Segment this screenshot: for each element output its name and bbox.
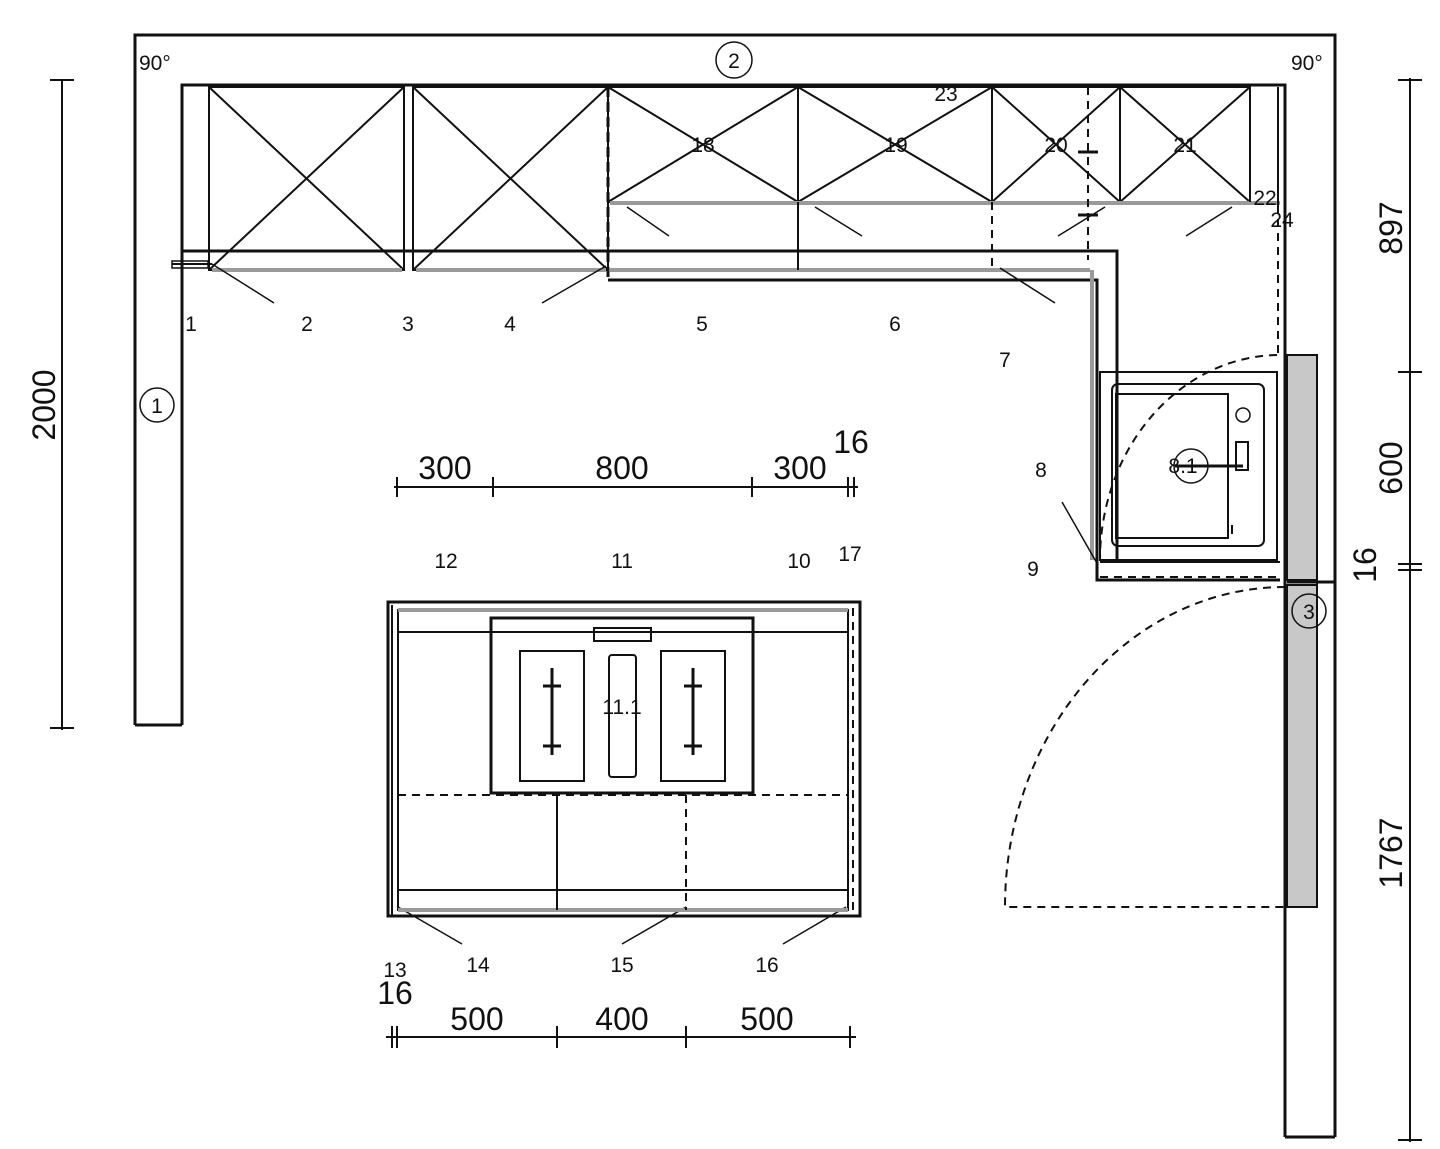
- cooktop: [489, 616, 755, 795]
- sink-outer: [1099, 371, 1278, 561]
- wall-outline-inner: [180, 83, 1287, 1137]
- label-19: 19: [884, 134, 907, 157]
- label-12: 12: [434, 550, 457, 573]
- item-labels: 1 2 3 4 5 6 7 8 8.1 9 10 11 11.1 12 13 1…: [185, 83, 1294, 982]
- sink: [1099, 354, 1278, 561]
- leader-lines: [211, 206, 1233, 945]
- dim-island-bottom-1: 500: [450, 1001, 503, 1037]
- label-20: 20: [1044, 134, 1067, 157]
- label-22: 22: [1253, 187, 1276, 210]
- burner-center: [608, 654, 637, 778]
- label-11: 11: [611, 550, 633, 573]
- label-2: 2: [301, 313, 313, 336]
- label-7: 7: [999, 349, 1011, 372]
- wall-outline-outer: [133, 33, 1337, 1137]
- label-8: 8: [1035, 459, 1047, 482]
- label-1: 1: [185, 313, 197, 336]
- cooktop-vent: [593, 627, 652, 642]
- wall-1-label: 1: [151, 395, 163, 418]
- dim-island-top-3: 300: [773, 450, 826, 486]
- label-11-1: 11.1: [602, 696, 641, 719]
- dim-island-top-1: 300: [418, 450, 471, 486]
- dim-right-middle: 600: [1373, 441, 1409, 494]
- label-6: 6: [889, 313, 901, 336]
- wall-cabinets-right: [607, 86, 1280, 355]
- wall-2-marker: [715, 41, 753, 79]
- sink-rim: [1111, 383, 1265, 547]
- walls: [133, 33, 1337, 1139]
- wall-2-label: 2: [728, 50, 740, 73]
- dim-island-top-2: 800: [595, 450, 648, 486]
- label-9: 9: [1027, 558, 1039, 581]
- label-3: 3: [402, 313, 414, 336]
- dim-right-top: 897: [1373, 201, 1409, 254]
- label-10: 10: [787, 550, 810, 573]
- faucet-knob: [1235, 407, 1251, 423]
- dim-island-top-end: 16: [833, 424, 869, 460]
- dim-island-bottom-3: 500: [740, 1001, 793, 1037]
- label-4: 4: [504, 313, 516, 336]
- label-8-1: 8.1: [1168, 455, 1197, 478]
- dim-right-bottom: 1767: [1373, 817, 1409, 888]
- burner-left: [519, 650, 585, 782]
- door-swing-large: [1003, 586, 1286, 908]
- island-outer: [386, 600, 862, 918]
- base-cabinets: [608, 202, 1280, 582]
- window-upper: [1286, 354, 1318, 581]
- dim-island-bottom-start: 16: [377, 975, 413, 1011]
- label-18: 18: [691, 134, 714, 157]
- dimension-lines: [50, 78, 1422, 1142]
- label-16: 16: [755, 954, 778, 977]
- kitchen-island: [386, 600, 862, 918]
- label-23: 23: [934, 83, 957, 106]
- dim-island-bottom-2: 400: [595, 1001, 648, 1037]
- wall-3-label: 3: [1303, 601, 1315, 624]
- label-14: 14: [466, 954, 490, 977]
- window-lower: [1286, 584, 1318, 908]
- wall-1-marker: [139, 387, 175, 423]
- label-5: 5: [696, 313, 708, 336]
- angle-left: 90°: [139, 52, 171, 75]
- angle-right: 90°: [1291, 52, 1323, 75]
- label-24: 24: [1270, 209, 1294, 232]
- dim-right-gap: 16: [1347, 547, 1383, 583]
- door-swing-small: [1099, 354, 1278, 559]
- label-13: 13: [383, 959, 406, 982]
- burner-right: [660, 650, 726, 782]
- label-17: 17: [838, 543, 861, 566]
- wall-cabinets-left: [171, 86, 1119, 560]
- label-15: 15: [610, 954, 633, 977]
- wall-3-marker: [1291, 593, 1327, 629]
- dim-left-vertical: 2000: [26, 369, 62, 440]
- label-21: 21: [1173, 134, 1196, 157]
- faucet-icon: [1235, 441, 1249, 471]
